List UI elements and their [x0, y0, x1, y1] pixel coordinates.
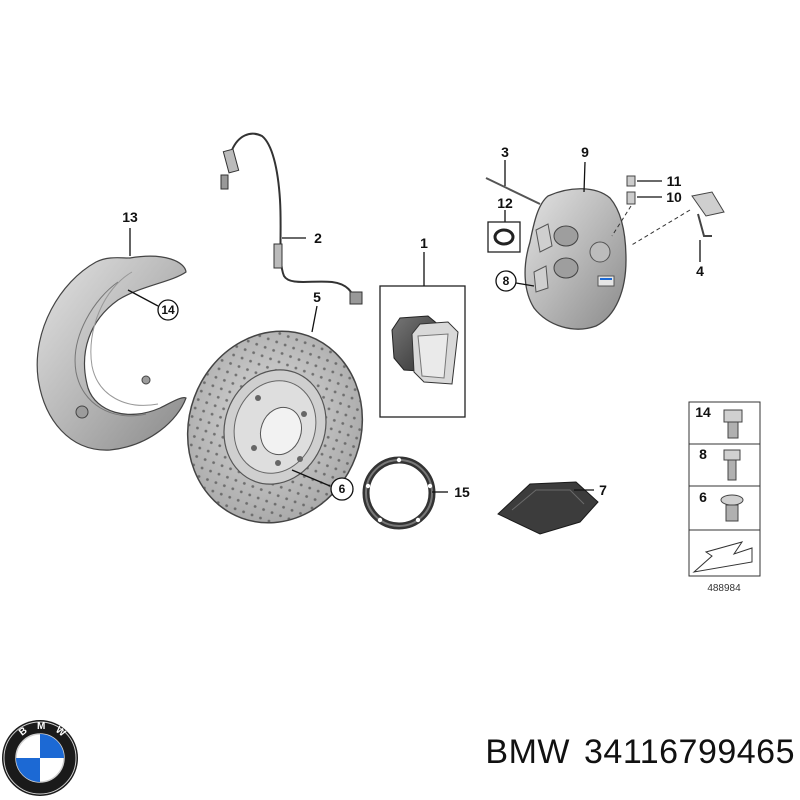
bolt-14-icon: [723, 409, 743, 439]
anti-rattle-spring: [691, 191, 725, 237]
callout-15: 15: [454, 484, 470, 500]
callout-4: 4: [696, 263, 704, 279]
bolt-8-icon: [723, 449, 741, 481]
callout-13: 13: [122, 209, 138, 225]
brand-name: BMW: [485, 733, 571, 771]
callout-12: 12: [497, 195, 513, 211]
dashed-guide-4: [629, 209, 691, 247]
callout-14: 14: [161, 303, 175, 317]
dust-shield: [36, 255, 187, 451]
callout-11: 11: [667, 173, 682, 189]
callout-6: 6: [339, 482, 346, 496]
leader-5: [311, 305, 318, 333]
svg-text:M: M: [37, 721, 45, 732]
brake-pads: [391, 315, 459, 385]
part-number: 34116799465: [584, 733, 795, 771]
wear-sensor: [220, 132, 363, 305]
callout-7: 7: [599, 482, 607, 498]
grease-pack: [497, 481, 599, 535]
brake-caliper: [524, 188, 627, 330]
leader-8: [515, 282, 535, 287]
seal-ring: [493, 228, 515, 246]
dashed-guide-10: [611, 205, 632, 237]
diagram-reference-number: 488984: [707, 583, 741, 594]
leader-9: [583, 161, 586, 193]
legend-label-8: 8: [699, 446, 707, 462]
leader-14: [127, 289, 159, 307]
bmw-logo: B M W: [2, 720, 78, 796]
callout-8: 8: [503, 274, 510, 288]
callout-9: 9: [581, 144, 589, 160]
brake-disc: [186, 330, 364, 524]
callout-3: 3: [501, 144, 509, 160]
legend-label-14: 14: [695, 404, 711, 420]
legend-label-6: 6: [699, 489, 707, 505]
arrow-icon: [692, 541, 753, 573]
callout-10: 10: [666, 189, 682, 205]
part-caption: BMW 34116799465: [405, 733, 795, 772]
bleed-pin: [485, 177, 541, 205]
bolt-6-icon: [720, 494, 744, 522]
gasket: [362, 456, 436, 530]
callout-6-circle: [330, 477, 354, 501]
callout-8-circle: [495, 270, 517, 292]
callout-1: 1: [420, 235, 428, 251]
screw-11: [626, 175, 636, 187]
cap-10: [626, 191, 636, 205]
callout-2: 2: [314, 230, 322, 246]
seal-box: [487, 221, 521, 253]
callout-5: 5: [313, 289, 321, 305]
bolt-legend: 14 8 6: [688, 401, 761, 577]
leader-6: [291, 469, 331, 487]
callout-14-circle: [157, 299, 179, 321]
